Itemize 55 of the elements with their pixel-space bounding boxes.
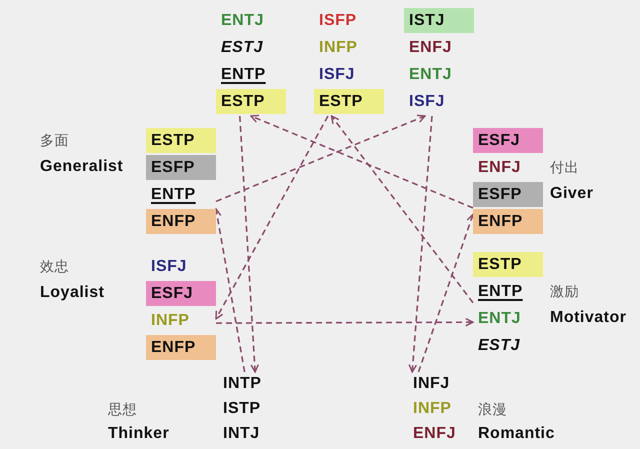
type-name-chinese: 浪漫	[478, 401, 507, 419]
type-name: Motivator	[550, 309, 626, 327]
type-label: ISFJ	[150, 256, 188, 276]
type-label: ENTP	[150, 184, 197, 204]
type-label: ENTP	[477, 282, 524, 302]
highlighted-type-label: ESTP	[146, 128, 216, 153]
type-label: ENTJ	[220, 10, 265, 30]
type-name-chinese: 付出	[550, 159, 579, 177]
highlighted-type-label: ENFP	[146, 335, 216, 360]
arrow	[239, 116, 259, 373]
type-label: ESTJ	[220, 38, 264, 58]
highlighted-type-label: ISTJ	[404, 8, 474, 33]
type-label: INFJ	[412, 374, 451, 394]
type-name-chinese: 多面	[40, 132, 69, 150]
type-name: Giver	[550, 185, 594, 203]
arrow	[216, 114, 426, 202]
type-name: Loyalist	[40, 284, 104, 302]
type-name: Romantic	[478, 425, 555, 443]
type-label: ENFJ	[477, 158, 522, 178]
type-label: INFP	[150, 310, 190, 330]
type-label: INTJ	[222, 424, 261, 444]
type-name-chinese: 激励	[550, 283, 579, 301]
type-name-chinese: 思想	[108, 401, 137, 419]
arrow	[418, 214, 475, 372]
type-label: ENTP	[220, 64, 267, 84]
type-label: INFP	[412, 398, 452, 418]
type-label: ENFJ	[412, 424, 457, 444]
type-label: ISTP	[222, 398, 262, 418]
type-label: ESTJ	[477, 336, 522, 356]
arrow	[212, 208, 246, 372]
highlighted-type-label: ESTP	[314, 89, 384, 114]
type-name-chinese: 效忠	[40, 258, 69, 276]
arrow	[250, 114, 474, 209]
highlighted-type-label: ENFP	[146, 209, 216, 234]
highlighted-type-label: ESTP	[473, 252, 543, 277]
type-label: ENFJ	[408, 38, 453, 58]
highlighted-type-label: ESFJ	[146, 281, 216, 306]
arrow	[215, 116, 329, 320]
type-name: Thinker	[108, 425, 170, 443]
arrow	[216, 318, 474, 327]
type-name: Generalist	[40, 158, 124, 176]
type-label: ENTJ	[408, 64, 453, 84]
arrow	[330, 115, 474, 304]
highlighted-type-label: ESTP	[216, 89, 286, 114]
highlighted-type-label: ESFP	[473, 182, 543, 207]
highlighted-type-label: ESFJ	[473, 128, 543, 153]
type-label: ENTJ	[477, 308, 522, 328]
highlighted-type-label: ENFP	[473, 209, 543, 234]
type-label: INFP	[318, 38, 358, 58]
type-label: INTP	[222, 374, 262, 394]
highlighted-type-label: ESFP	[146, 155, 216, 180]
type-label: ISFJ	[408, 92, 446, 112]
type-label: ISFJ	[318, 64, 356, 84]
arrow	[408, 116, 433, 373]
type-label: ISFP	[318, 10, 358, 30]
